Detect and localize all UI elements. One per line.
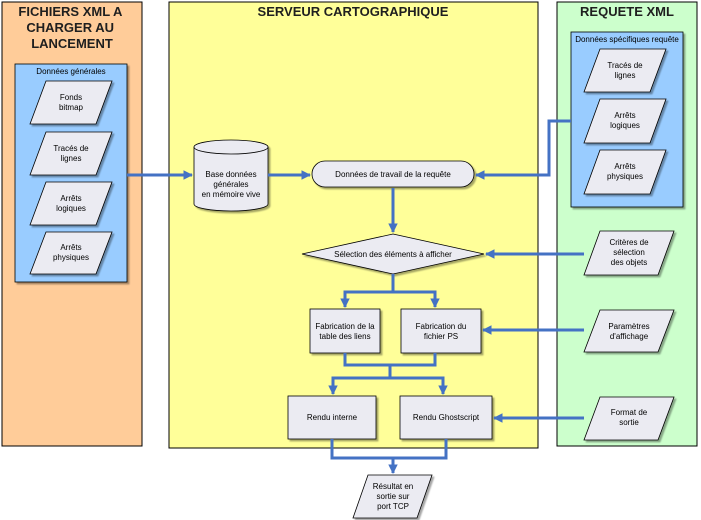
svg-text:Rendu Ghostscript: Rendu Ghostscript <box>413 413 480 422</box>
svg-text:Données de travail de la requê: Données de travail de la requête <box>335 170 451 179</box>
center-panel-title: SERVEUR CARTOGRAPHIQUE <box>258 4 449 19</box>
arrow-selection-split <box>340 274 395 308</box>
arrow-processes-to-ghostscript-render <box>390 376 448 395</box>
right-panel-title: REQUETE XML <box>580 4 674 19</box>
arrow-processes-to-internal-render <box>333 353 437 394</box>
internal-render-process: Rendu interne <box>287 395 377 440</box>
arrow-selection-to-ps-file <box>393 290 440 308</box>
right-data-group-label: Données spécifiques requête <box>575 35 679 44</box>
svg-text:Sélection des éléments à affic: Sélection des éléments à afficher <box>334 250 452 259</box>
ghostscript-render-process: Rendu Ghostscript <box>399 395 493 440</box>
arrow-right-group-to-work-data <box>475 119 571 180</box>
center-panel <box>168 1 539 449</box>
work-data-node: Données de travail de la requête <box>311 160 475 188</box>
arrow-renders-to-output <box>330 439 448 473</box>
left-panel-title: FICHIERS XML A CHARGER AU LANCEMENT <box>18 4 125 51</box>
database-cylinder <box>193 139 269 212</box>
left-data-group-label: Données générales <box>36 67 105 76</box>
svg-text:Rendu interne: Rendu interne <box>307 413 358 422</box>
